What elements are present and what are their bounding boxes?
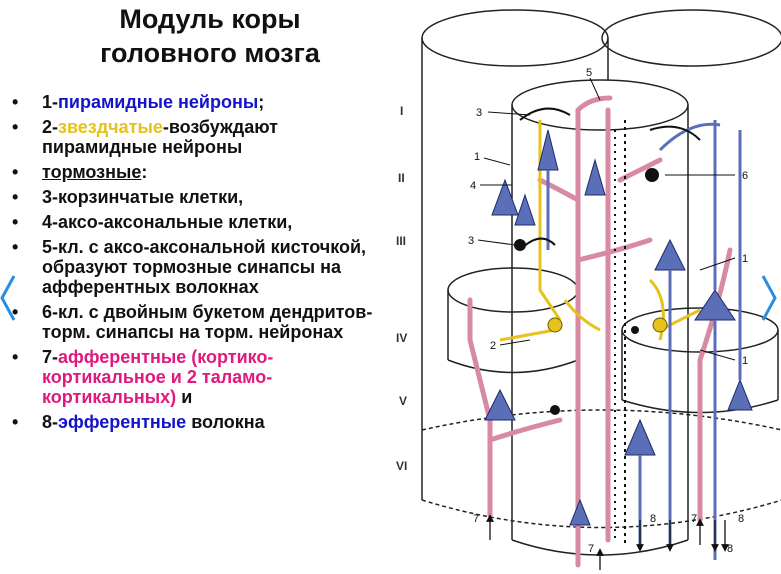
bullet-text: тормозные: [42, 162, 142, 182]
bullet-text: и: [176, 387, 193, 407]
afferent-fibers: [467, 95, 733, 568]
label-7c: 7: [588, 543, 594, 555]
bullet-text: ;: [258, 92, 265, 112]
bullet-text: 8-: [42, 412, 59, 432]
label-8b: 8: [738, 513, 744, 525]
bottom-arrows: [486, 514, 729, 570]
bullet-text: -возбуждают пирамидные нейроны: [42, 117, 278, 157]
cylinders: [421, 9, 781, 556]
bullet-text: :: [141, 162, 148, 182]
bullet-item: 2-звездчатые-возбуждают пирамидные нейро…: [6, 117, 386, 157]
bullet-item: 6-кл. с двойным букетом дендритов-торм. …: [6, 302, 386, 342]
bullet-item: 4-аксо-аксональные клетки,: [6, 212, 386, 232]
bullet-text: волокна: [186, 412, 265, 432]
label-5: 5: [586, 67, 592, 79]
double-bouquet-cell: [645, 168, 659, 182]
label-8c: 8: [727, 543, 733, 555]
layer-label-5: V: [399, 394, 407, 408]
label-8a: 8: [650, 513, 656, 525]
bullet-text: 3-корзинчатые клетки,: [42, 187, 244, 207]
cortex-module-diagram: I II III IV V VI 5 3 1 4 3 6 1 2 1 7 8 7…: [396, 9, 781, 570]
bullet-text: 2-: [42, 117, 59, 137]
bullet-item: 5-кл. с аксо-аксональной кисточкой, обра…: [6, 237, 386, 297]
layer-label-1: I: [400, 104, 403, 118]
title-line-2: головного мозга: [100, 38, 320, 68]
bullet-text: 5-кл. с аксо-аксональной кисточкой, обра…: [42, 237, 367, 297]
basket-cell: [514, 239, 526, 251]
layer-label-2: II: [398, 171, 405, 185]
layer-label-3: III: [396, 234, 406, 248]
label-1a: 1: [474, 151, 480, 163]
title-line-1: Модуль коры: [119, 4, 301, 34]
inhibitory-cell: [631, 326, 639, 334]
layer-label-4: IV: [396, 331, 407, 345]
bullet-item: 7-афферентные (кортико-кортикальное и 2 …: [6, 347, 386, 407]
bullet-item: 8-эфферентные волокна: [6, 412, 386, 432]
chevron-left-icon[interactable]: [0, 270, 20, 326]
bullet-text: 7-: [42, 347, 59, 367]
label-1c: 1: [742, 355, 748, 367]
bullet-text: 6-кл. с двойным букетом дендритов-торм. …: [42, 302, 373, 342]
bullet-text: 1-: [42, 92, 59, 112]
layer-label-6: VI: [396, 459, 407, 473]
bullet-item: 1-пирамидные нейроны;: [6, 92, 386, 112]
bullet-text: пирамидные нейроны: [58, 92, 259, 112]
bullet-text: эфферентные: [58, 412, 187, 432]
bullet-text: звездчатые: [58, 117, 163, 137]
bullet-item: 3-корзинчатые клетки,: [6, 187, 386, 207]
stellate-cell: [652, 317, 668, 333]
bullet-list: 1-пирамидные нейроны; 2-звездчатые-возбуж…: [6, 92, 386, 437]
label-3b: 3: [468, 235, 474, 247]
chevron-right-icon[interactable]: [757, 270, 781, 326]
label-lines: [477, 77, 736, 361]
inhibitory-cell: [550, 405, 560, 415]
label-1b: 1: [742, 253, 748, 265]
label-2: 2: [490, 340, 496, 352]
pyramidal-neurons: [484, 129, 753, 526]
label-6: 6: [742, 170, 748, 182]
bullet-text: 4-аксо-аксональные клетки,: [42, 212, 293, 232]
label-7b: 7: [691, 513, 697, 525]
label-4: 4: [470, 180, 476, 192]
stellate-cell: [547, 317, 563, 333]
slide-title: Модуль коры головного мозга: [40, 2, 380, 70]
label-3a: 3: [476, 107, 482, 119]
label-7a: 7: [473, 513, 479, 525]
bullet-text: афферентные (кортико-кортикальное и 2 та…: [42, 347, 274, 407]
bullet-item: тормозные:: [6, 162, 386, 182]
